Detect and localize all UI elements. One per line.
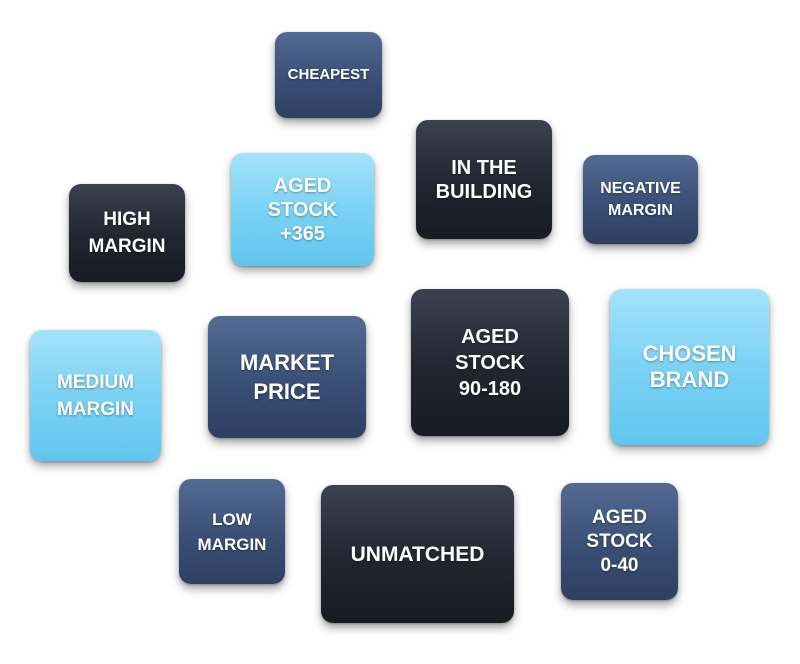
tile-negative-margin-line-1: NEGATIVE [600, 179, 681, 197]
tile-medium-margin: MEDIUM MARGIN [30, 330, 161, 461]
tile-low-margin-line-2: MARGIN [197, 534, 267, 554]
tile-low-margin-line-1: LOW [212, 509, 252, 529]
tile-chosen-brand-line-2: BRAND [649, 367, 730, 392]
tile-aged-stock-90-180: AGED STOCK 90-180 [411, 289, 569, 436]
tile-aged-stock-0-40-line-2: STOCK [586, 530, 653, 552]
tile-in-the-building: IN THE BUILDING [416, 120, 552, 239]
tile-negative-margin-line-2: MARGIN [608, 201, 673, 219]
tile-medium-margin-line-1: MEDIUM [56, 371, 135, 393]
tile-aged-stock-90-180-line-3: 90-180 [458, 377, 522, 400]
tile-aged-stock-90-180-line-2: STOCK [455, 351, 525, 374]
tile-cheapest: CHEAPEST [275, 32, 382, 118]
tile-high-margin-line-1: HIGH [103, 209, 151, 230]
tile-aged-stock-365-line-2: STOCK [267, 198, 338, 221]
tile-high-margin-line-2: MARGIN [88, 236, 166, 257]
tile-medium-margin-line-2: MARGIN [56, 398, 135, 420]
tile-high-margin: HIGH MARGIN [69, 184, 185, 282]
tile-chosen-brand: CHOSEN BRAND [610, 289, 769, 445]
tile-cheapest-label: CHEAPEST [287, 66, 370, 83]
tile-market-price: MARKET PRICE [208, 316, 366, 438]
tile-aged-stock-365-line-1: AGED [273, 174, 332, 197]
tile-unmatched-label: UNMATCHED [350, 542, 485, 566]
tile-aged-stock-365-line-3: +365 [279, 222, 326, 245]
tile-market-price-line-1: MARKET [239, 350, 335, 375]
tile-aged-stock-90-180-line-1: AGED [461, 325, 519, 348]
tile-aged-stock-0-40: AGED STOCK 0-40 [561, 483, 678, 600]
tile-low-margin: LOW MARGIN [179, 479, 285, 584]
tile-negative-margin: NEGATIVE MARGIN [583, 155, 698, 244]
tile-aged-stock-0-40-line-1: AGED [592, 506, 647, 528]
tile-chosen-brand-line-1: CHOSEN [642, 341, 737, 366]
tile-aged-stock-0-40-line-3: 0-40 [600, 554, 639, 576]
tile-market-price-line-2: PRICE [253, 379, 321, 404]
tile-in-the-building-line-2: BUILDING [435, 180, 533, 203]
tile-aged-stock-365: AGED STOCK +365 [231, 153, 374, 266]
tile-unmatched: UNMATCHED [321, 485, 514, 623]
tile-in-the-building-line-1: IN THE [451, 156, 517, 179]
